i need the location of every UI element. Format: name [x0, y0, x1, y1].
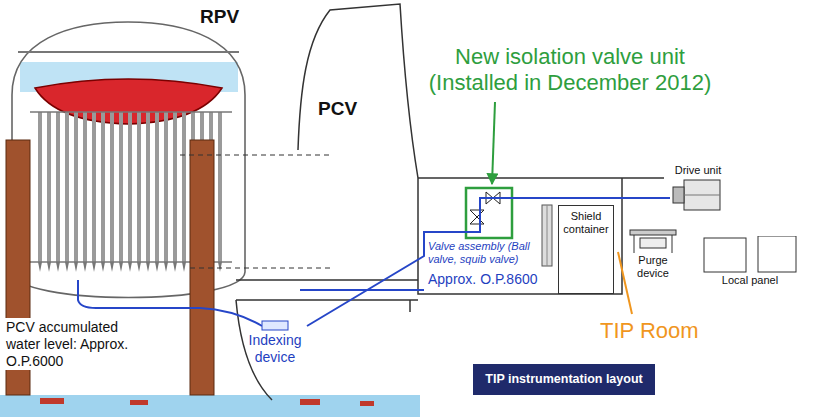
- penetration-level-line: [300, 289, 424, 291]
- purge-device-symbol: [634, 235, 635, 253]
- indexing-device-symbol: [243, 320, 307, 332]
- water-pool: [0, 395, 420, 417]
- core-level-dash: [180, 155, 332, 268]
- isolation-valve-box: [466, 188, 512, 238]
- local-panel-symbol: [758, 236, 796, 272]
- drive-unit-symbol: [673, 187, 684, 203]
- tip-cable: [307, 198, 670, 326]
- water-pool: [360, 401, 374, 406]
- guide-cylinder: [542, 205, 552, 266]
- level-note: PCV accumulated water level: Approx. O.P…: [4, 318, 149, 370]
- node-text: Local panel: [700, 274, 800, 287]
- vessel-label: PCV: [318, 98, 357, 121]
- callout-arrow: [492, 102, 495, 184]
- water-pool: [130, 400, 148, 405]
- water-pool: [40, 398, 64, 404]
- node-text: Purge device: [626, 254, 680, 280]
- callout-arrow: [492, 102, 495, 184]
- node-text: TIP instrumentation layout: [485, 372, 642, 387]
- room-leader: [618, 252, 632, 314]
- vessel-label: RPV: [200, 6, 239, 29]
- drive-unit-symbol: [670, 177, 726, 213]
- drive-unit-symbol: [684, 180, 720, 210]
- pcv-wall: [409, 300, 411, 312]
- tip-room-wall: [418, 178, 664, 294]
- penetration-level-line: [300, 290, 424, 291]
- water-pool: [0, 395, 420, 417]
- layout-title-box: TIP instrumentation layout: [473, 364, 654, 395]
- node-text: Indexing device: [243, 332, 307, 366]
- purge-device-symbol: [640, 238, 666, 248]
- indexing-device: Indexing device: [243, 320, 307, 366]
- pcv-wall: [298, 4, 418, 178]
- indexing-device-symbol: [262, 321, 288, 330]
- node-text: Drive unit: [670, 164, 726, 177]
- guide-cylinder: [547, 205, 548, 266]
- purge-device-symbol: [630, 230, 676, 235]
- core-level-dash: [180, 155, 332, 268]
- part-label: Valve assembly (Ball valve, squib valve): [428, 240, 536, 266]
- local-panel-symbol: [700, 236, 800, 274]
- room-leader: [618, 252, 632, 314]
- water-pool: [300, 399, 320, 405]
- reactor-vessel: [18, 51, 239, 53]
- isolation-valve-box: [466, 188, 512, 238]
- level-label: Approx. O.P.8600: [428, 271, 537, 288]
- pcv-wall: [236, 4, 418, 400]
- callout-text: New isolation valve unit (Installed in D…: [420, 44, 720, 97]
- tip-room-wall: [418, 178, 664, 294]
- room-label: TIP Room: [600, 318, 699, 344]
- isolation-valve-box: [470, 210, 484, 224]
- node-text: Shield container: [562, 210, 610, 236]
- local-panel-symbol: [704, 238, 746, 272]
- shield-container: Shield container: [558, 205, 614, 294]
- purge-device-symbol: [672, 235, 673, 253]
- purge-device: Purge device: [626, 226, 680, 280]
- purge-device-symbol: [626, 226, 680, 254]
- local-panel: Local panel: [700, 236, 800, 287]
- guide-cylinder: [542, 205, 552, 266]
- drive-unit: Drive unit: [670, 164, 726, 213]
- drive-unit-symbol: [684, 195, 720, 196]
- reactor-vessel: [30, 111, 232, 113]
